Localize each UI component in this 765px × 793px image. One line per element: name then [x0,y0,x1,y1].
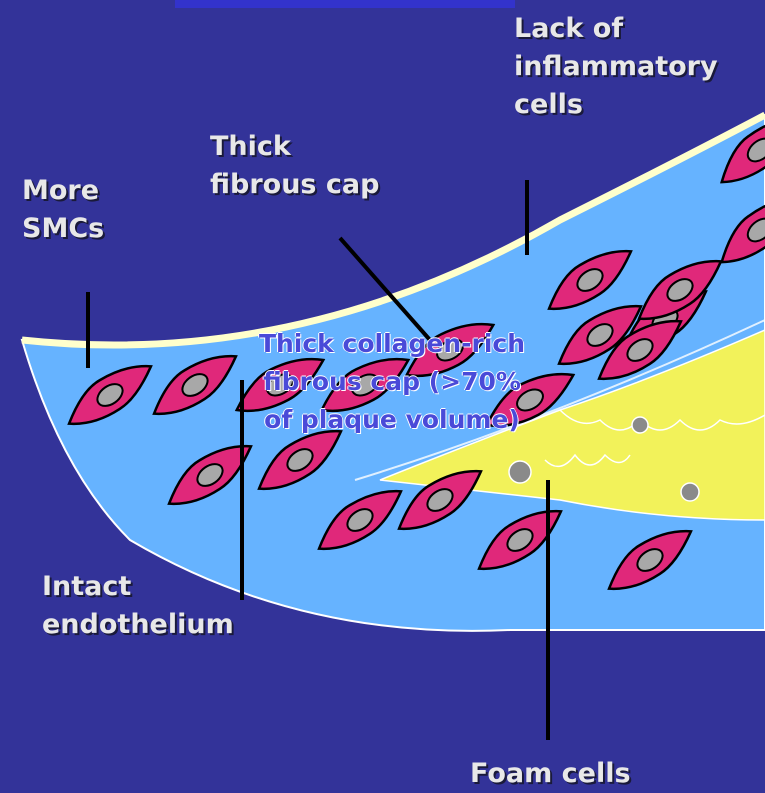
label-lack-inflammatory-cells: Lack of inflammatory cells [514,10,718,124]
label-collagen-cap: Thick collagen-rich fibrous cap (>70% of… [222,325,562,439]
label-thick-fibrous-cap: Thick fibrous cap [210,128,379,204]
foam-cell [509,461,531,483]
label-more-smcs: More SMCs [22,172,104,248]
label-foam-cells: Foam cells [470,755,631,793]
header-bar [175,0,515,8]
foam-cell [632,417,648,433]
label-intact-endothelium: Intact endothelium [42,568,234,644]
foam-cell [681,483,699,501]
